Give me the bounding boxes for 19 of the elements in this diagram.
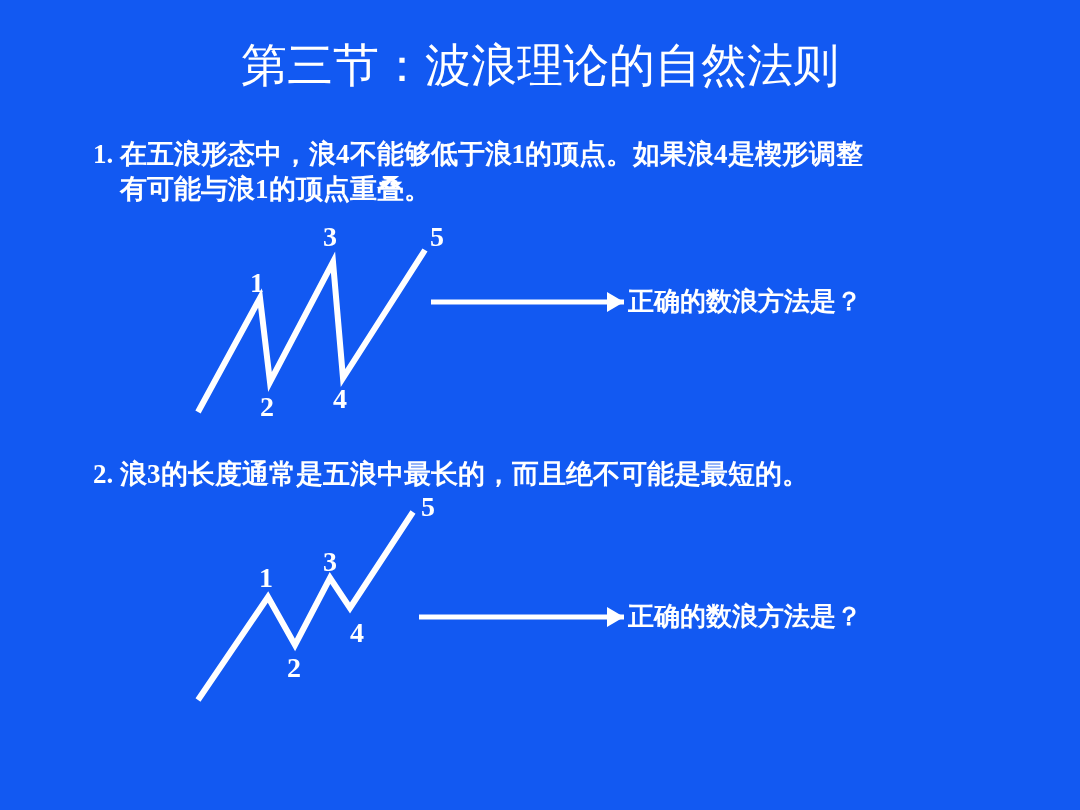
zigzag-wave-drawing: [194, 508, 417, 704]
wave-number: 1: [250, 269, 264, 297]
arrow: [419, 607, 624, 627]
wave-number: 5: [430, 223, 444, 251]
wave-number: 4: [350, 619, 364, 647]
rule-text: 1. 在五浪形态中，浪4不能够低于浪1的顶点。如果浪4是楔形调整有可能与浪1的顶点重叠。: [93, 138, 864, 206]
wave-number: 5: [421, 493, 435, 521]
arrow: [431, 292, 624, 312]
question-text: 正确的数浪方法是？: [628, 288, 862, 316]
question-text: 正确的数浪方法是？: [628, 603, 862, 631]
wave-number: 2: [260, 393, 274, 421]
rule-text: 2. 浪3的长度通常是五浪中最长的，而且绝不可能是最短的。: [93, 458, 809, 491]
wave-number: 3: [323, 223, 337, 251]
wave-number: 3: [323, 548, 337, 576]
wave-number: 2: [287, 654, 301, 682]
wave-number: 1: [259, 564, 273, 592]
wave-number: 4: [333, 385, 347, 413]
slide-title: 第三节：波浪理论的自然法则: [241, 39, 839, 93]
zigzag-wave-drawing: [194, 246, 429, 416]
